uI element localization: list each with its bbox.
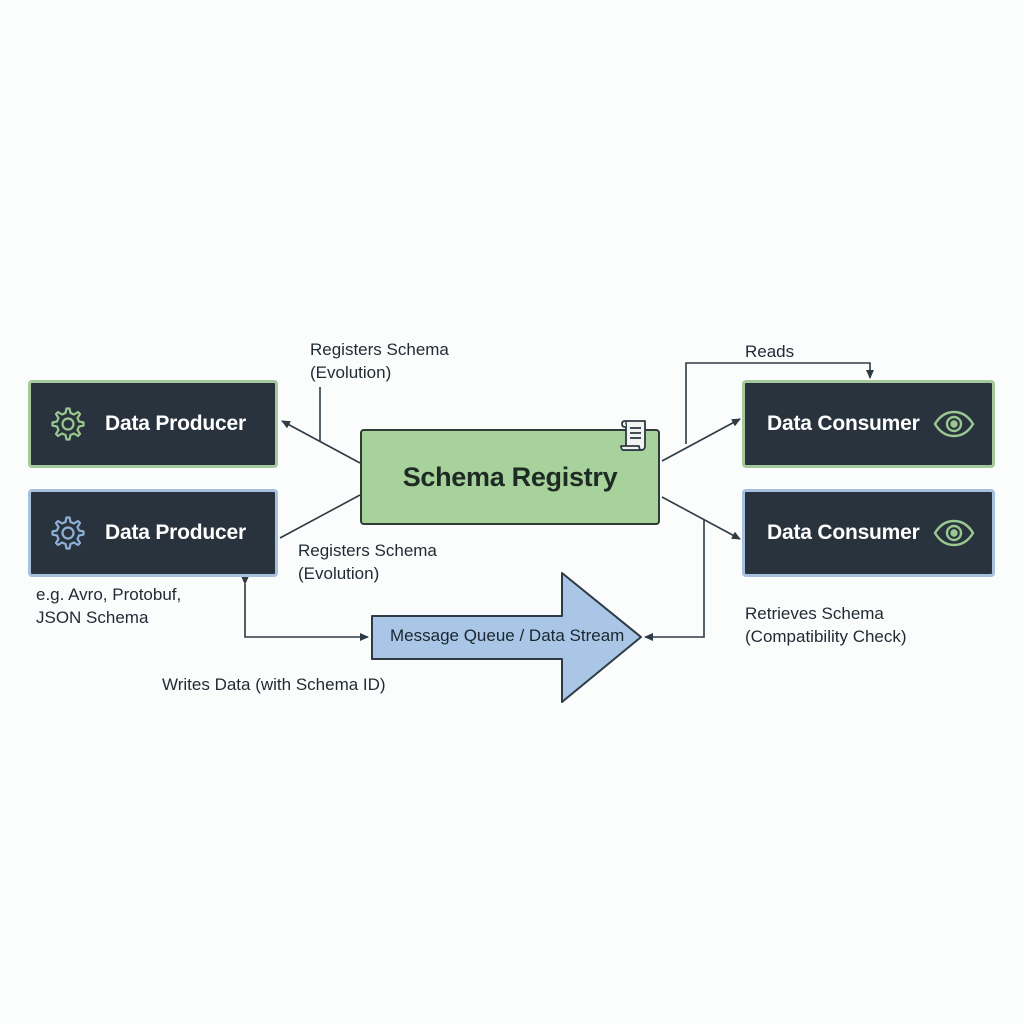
retrieves-connector: [644, 520, 705, 641]
data-producer-bottom[interactable]: Data Producer: [28, 489, 278, 577]
schema-formats-note: e.g. Avro, Protobuf, JSON Schema: [36, 583, 181, 629]
data-producer-top[interactable]: Data Producer: [28, 380, 278, 468]
message-queue-label: Message Queue / Data Stream: [390, 626, 625, 645]
gear-icon: [49, 405, 87, 443]
schema-registry-node[interactable]: Schema Registry: [360, 420, 660, 525]
data-consumer-label: Data Consumer: [767, 521, 920, 544]
note-line: (Compatibility Check): [745, 627, 907, 646]
writes-data-note: Writes Data (with Schema ID): [162, 675, 386, 694]
data-producer-label: Data Producer: [105, 521, 246, 544]
line-registry-to-producer-bottom: [279, 494, 361, 539]
note-line: Registers Schema: [298, 541, 437, 560]
eye-icon: [932, 518, 976, 548]
data-consumer-bottom[interactable]: Data Consumer: [742, 489, 995, 577]
scroll-document-icon: [614, 415, 654, 455]
message-queue-arrow: [371, 572, 642, 703]
note-line: (Evolution): [298, 564, 380, 583]
note-line: JSON Schema: [36, 608, 149, 627]
arrow-registry-to-producer-top: [281, 420, 361, 464]
writes-data-connector: [241, 576, 369, 641]
data-consumer-top[interactable]: Data Consumer: [742, 380, 995, 468]
reads-note: Reads: [745, 342, 795, 361]
note-line: e.g. Avro, Protobuf,: [36, 585, 182, 604]
retrieves-schema-note: Retrieves Schema (Compatibility Check): [745, 602, 907, 648]
data-producer-label: Data Producer: [105, 412, 246, 435]
registers-schema-note-bottom: Registers Schema (Evolution): [298, 539, 437, 585]
data-consumer-label: Data Consumer: [767, 412, 920, 435]
note-line: (Evolution): [310, 363, 392, 382]
note-line: Registers Schema: [310, 340, 449, 359]
reads-connector: [685, 362, 874, 444]
note-line: Retrieves Schema: [745, 604, 884, 623]
arrow-registry-to-consumer-top: [661, 418, 741, 462]
eye-icon: [932, 409, 976, 439]
gear-icon: [49, 514, 87, 552]
schema-registry-label: Schema Registry: [402, 461, 618, 492]
registers-schema-note-top: Registers Schema (Evolution): [310, 338, 449, 384]
arrow-registry-to-consumer-bottom: [661, 496, 741, 540]
